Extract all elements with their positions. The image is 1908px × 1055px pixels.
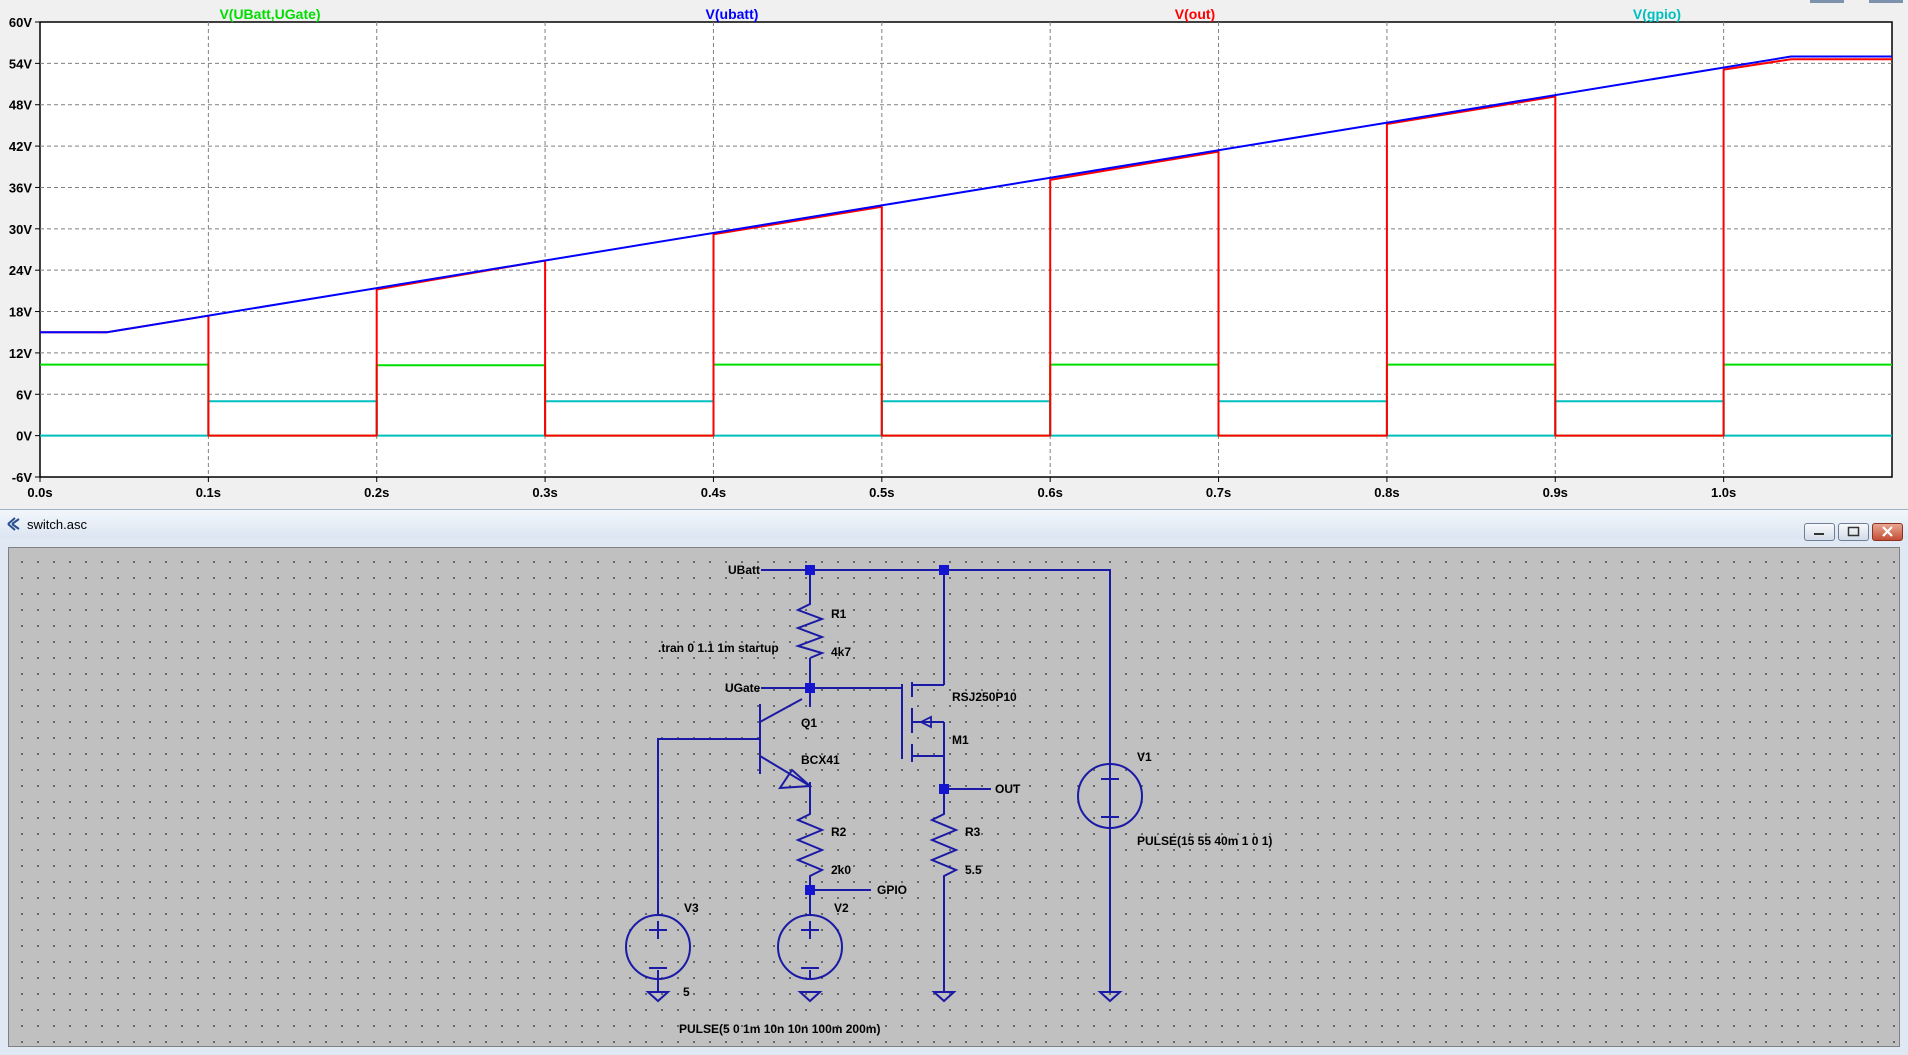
ground-symbols: [645, 991, 1123, 1003]
minimize-button[interactable]: [1804, 523, 1835, 541]
x-tick-label: 0.3s: [532, 485, 557, 500]
m1-model[interactable]: RSJ250P10: [952, 690, 1017, 704]
junction-dots: [805, 565, 949, 895]
x-tick-label: 0.4s: [701, 485, 726, 500]
ltspice-app-icon[interactable]: [6, 516, 24, 532]
plot-window-close-edge[interactable]: [1869, 0, 1903, 3]
wires: [657, 569, 1111, 992]
close-button[interactable]: [1872, 523, 1903, 541]
y-tick-label: 54V: [9, 56, 32, 71]
ground-icon: [797, 991, 823, 1003]
r2-name[interactable]: R2: [831, 825, 847, 839]
resistor-r2[interactable]: [795, 806, 825, 882]
v1-name[interactable]: V1: [1137, 750, 1152, 764]
plot-area[interactable]: [39, 21, 1893, 478]
schematic-window[interactable]: switch.asc: [0, 509, 1908, 1055]
trace-title-gpio[interactable]: V(gpio): [1633, 6, 1681, 22]
trace-legend: V(UBatt,UGate) V(ubatt) V(out) V(gpio): [219, 6, 1681, 22]
v2-name[interactable]: V2: [834, 901, 849, 915]
trace-line-v-out[interactable]: [40, 58, 1892, 437]
v2-value[interactable]: PULSE(5 0 1m 10n 10n 100m 200m): [679, 1022, 880, 1036]
y-tick-label: -6V: [12, 470, 33, 485]
r1-name[interactable]: R1: [831, 607, 847, 621]
y-tick-label: 0V: [16, 429, 32, 444]
r3-name[interactable]: R3: [965, 825, 981, 839]
voltage-source-v3[interactable]: [625, 914, 691, 980]
x-tick-label: 0.8s: [1374, 485, 1399, 500]
x-tick-label: 0.0s: [27, 485, 52, 500]
y-tick-label: 48V: [9, 98, 32, 113]
window-title: switch.asc: [27, 517, 87, 532]
net-label-out[interactable]: OUT: [995, 782, 1021, 796]
x-tick-label: 0.1s: [196, 485, 221, 500]
schematic-titlebar[interactable]: switch.asc: [0, 510, 1908, 541]
spice-directive[interactable]: .tran 0 1.1 1m startup: [658, 641, 779, 655]
y-tick-label: 36V: [9, 180, 32, 195]
ground-icon: [931, 991, 957, 1003]
net-label-ubatt[interactable]: UBatt: [728, 563, 760, 577]
plot-axis-ticks: 60V 54V 48V 42V 36V 30V 24V 18V 12V 6V 0V -6V0.0s 0.…: [9, 15, 1736, 500]
minimize-icon: [1814, 533, 1824, 535]
v3-name[interactable]: V3: [684, 901, 699, 915]
q1-name[interactable]: Q1: [801, 716, 817, 730]
trace-title-ubatt[interactable]: V(ubatt): [706, 6, 759, 22]
r3-value[interactable]: 5.5: [965, 863, 982, 877]
transistor-q1[interactable]: [746, 698, 813, 806]
x-tick-label: 0.2s: [364, 485, 389, 500]
y-tick-label: 30V: [9, 222, 32, 237]
trace-line-v-ubatt[interactable]: [40, 55, 1892, 334]
x-tick-label: 0.9s: [1543, 485, 1568, 500]
net-label-ugate[interactable]: UGate: [725, 681, 761, 695]
y-tick-label: 6V: [16, 387, 32, 402]
mosfet-m1[interactable]: [901, 682, 945, 762]
y-tick-label: 18V: [9, 305, 32, 320]
y-tick-label: 60V: [9, 15, 32, 30]
net-label-gpio[interactable]: GPIO: [877, 883, 907, 897]
q1-model[interactable]: BCX41: [801, 753, 840, 767]
m1-name[interactable]: M1: [952, 733, 969, 747]
r1-value[interactable]: 4k7: [831, 645, 851, 659]
y-tick-label: 42V: [9, 139, 32, 154]
r2-value[interactable]: 2k0: [831, 863, 851, 877]
voltage-source-v1[interactable]: [1077, 763, 1143, 829]
plot-window-minimize-edge[interactable]: [1810, 0, 1844, 3]
trace-title-ubatt-ugate[interactable]: V(UBatt,UGate): [219, 6, 320, 22]
resistor-r1[interactable]: [794, 597, 825, 659]
trace-title-out[interactable]: V(out): [1175, 6, 1215, 22]
resistor-r3[interactable]: [929, 806, 959, 880]
maximize-icon: [1847, 526, 1860, 537]
x-tick-label: 0.6s: [1038, 485, 1063, 500]
x-tick-label: 1.0s: [1711, 485, 1736, 500]
y-tick-label: 24V: [9, 263, 32, 278]
waveform-plot[interactable]: 60V 54V 48V 42V 36V 30V 24V 18V 12V 6V 0V -6V0.0s 0.…: [0, 0, 1908, 506]
x-tick-label: 0.5s: [869, 485, 894, 500]
schematic-canvas[interactable]: UBatt UGate OUT GPIO .tran 0 1.1 1m star…: [8, 547, 1900, 1047]
x-tick-label: 0.7s: [1206, 485, 1231, 500]
v3-value[interactable]: 5: [683, 985, 690, 999]
voltage-source-v2[interactable]: [777, 914, 843, 980]
close-icon: [1882, 526, 1893, 537]
ground-icon: [1097, 991, 1123, 1003]
maximize-button[interactable]: [1838, 523, 1869, 541]
plot-traces: [40, 55, 1892, 437]
ground-icon: [645, 991, 671, 1003]
y-tick-label: 12V: [9, 346, 32, 361]
schematic-drawing[interactable]: UBatt UGate OUT GPIO .tran 0 1.1 1m star…: [9, 548, 1899, 1046]
v1-value[interactable]: PULSE(15 55 40m 1 0 1): [1137, 834, 1272, 848]
